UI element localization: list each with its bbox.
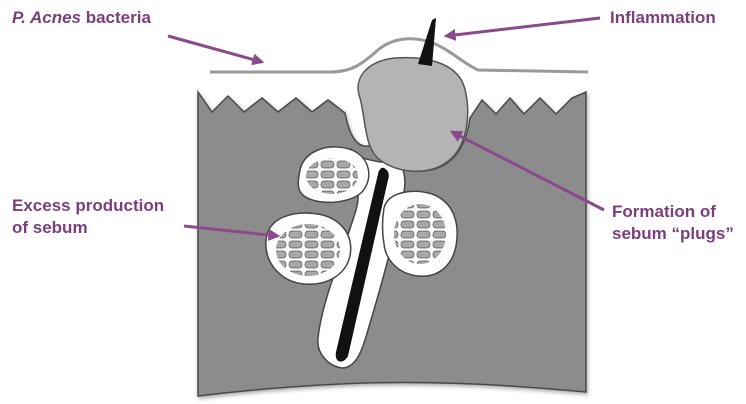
sebum-cells-right xyxy=(394,204,446,264)
label-p-acnes-species: P. Acnes xyxy=(12,8,81,27)
label-formation-line1: Formation of xyxy=(612,201,734,223)
label-formation-plugs: Formation of sebum “plugs” xyxy=(612,201,734,245)
arrow-p-acnes xyxy=(168,36,262,62)
label-inflammation: Inflammation xyxy=(610,7,716,29)
label-excess-line1: Excess production xyxy=(12,195,164,217)
label-excess-line2: of sebum xyxy=(12,217,164,239)
sebum-plug xyxy=(358,58,468,172)
label-p-acnes-rest: bacteria xyxy=(81,8,151,27)
label-p-acnes-bacteria: P. Acnes bacteria xyxy=(12,7,151,29)
inflammation-spike xyxy=(418,18,436,66)
sebum-cells-top-left xyxy=(306,158,358,194)
label-formation-line2: sebum “plugs” xyxy=(612,223,734,245)
sebum-cells-bottom-left xyxy=(276,224,340,276)
label-excess-sebum: Excess production of sebum xyxy=(12,195,164,239)
arrow-inflammation xyxy=(446,18,600,36)
